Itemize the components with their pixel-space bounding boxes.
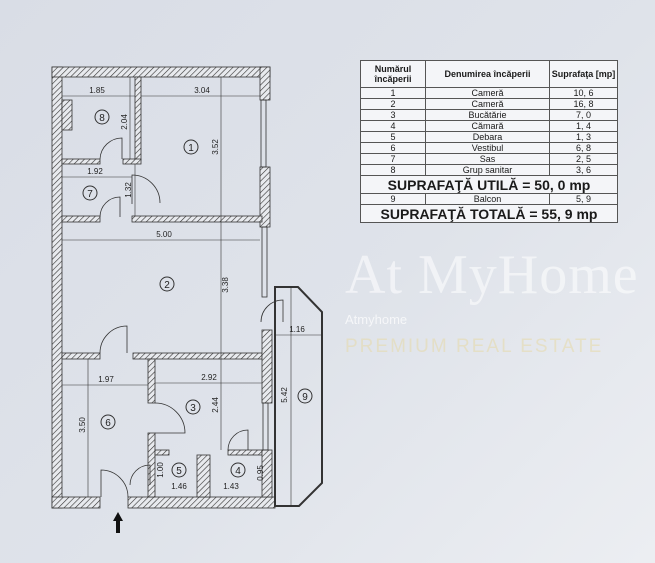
windows bbox=[260, 99, 269, 451]
room-2-label: 2 bbox=[159, 276, 175, 292]
svg-text:1.16: 1.16 bbox=[289, 325, 305, 334]
room-5-label: 5 bbox=[171, 462, 187, 478]
svg-text:1.85: 1.85 bbox=[89, 86, 105, 95]
svg-text:5.00: 5.00 bbox=[156, 230, 172, 239]
dimension-labels: 1.85 3.04 2.04 3.52 1.92 1.32 5.00 3.38 … bbox=[78, 86, 305, 491]
room-3-label: 3 bbox=[185, 399, 201, 415]
svg-text:3.52: 3.52 bbox=[211, 139, 220, 155]
svg-text:2.44: 2.44 bbox=[211, 397, 220, 413]
useful-area-row: SUPRAFAŢĂ UTILĂ = 50, 0 mp bbox=[360, 175, 618, 194]
room-8-label: 8 bbox=[94, 109, 110, 125]
svg-text:1.46: 1.46 bbox=[171, 482, 187, 491]
balcony-outline bbox=[274, 286, 323, 507]
room-1-label: 1 bbox=[183, 139, 199, 155]
svg-text:1: 1 bbox=[188, 143, 194, 154]
svg-text:8: 8 bbox=[99, 113, 105, 124]
svg-text:2: 2 bbox=[164, 280, 170, 291]
svg-text:4: 4 bbox=[235, 466, 241, 477]
svg-text:2.04: 2.04 bbox=[120, 114, 129, 130]
svg-text:7: 7 bbox=[87, 189, 93, 200]
svg-text:0.95: 0.95 bbox=[256, 465, 265, 481]
svg-text:3.38: 3.38 bbox=[221, 277, 230, 293]
room-6-label: 6 bbox=[100, 414, 116, 430]
doors bbox=[99, 137, 284, 498]
svg-text:3.04: 3.04 bbox=[194, 86, 210, 95]
total-area-row: SUPRAFAŢĂ TOTALĂ = 55, 9 mp bbox=[360, 204, 618, 223]
svg-text:9: 9 bbox=[302, 392, 308, 403]
room-9-label: 9 bbox=[297, 388, 313, 404]
svg-text:1.43: 1.43 bbox=[223, 482, 239, 491]
svg-text:5.42: 5.42 bbox=[280, 387, 289, 403]
svg-text:1.97: 1.97 bbox=[98, 375, 114, 384]
svg-text:5: 5 bbox=[176, 466, 182, 477]
room-labels: 8 1 7 2 3 6 5 4 9 bbox=[82, 109, 313, 478]
svg-text:1.92: 1.92 bbox=[87, 167, 103, 176]
svg-text:3.50: 3.50 bbox=[78, 417, 87, 433]
svg-text:6: 6 bbox=[105, 418, 111, 429]
dimension-lines bbox=[62, 77, 322, 506]
room-4-label: 4 bbox=[230, 462, 246, 478]
table-header: Numărul încăperii Denumirea încăperii Su… bbox=[360, 60, 618, 88]
svg-text:1.00: 1.00 bbox=[156, 462, 165, 478]
svg-text:3: 3 bbox=[190, 403, 196, 414]
walls bbox=[51, 66, 276, 509]
svg-text:2.92: 2.92 bbox=[201, 373, 217, 382]
arrow-up-icon bbox=[113, 512, 123, 533]
room-7-label: 7 bbox=[82, 185, 98, 201]
svg-text:1.32: 1.32 bbox=[124, 182, 133, 198]
area-table: Numărul încăperii Denumirea încăperii Su… bbox=[360, 60, 618, 223]
